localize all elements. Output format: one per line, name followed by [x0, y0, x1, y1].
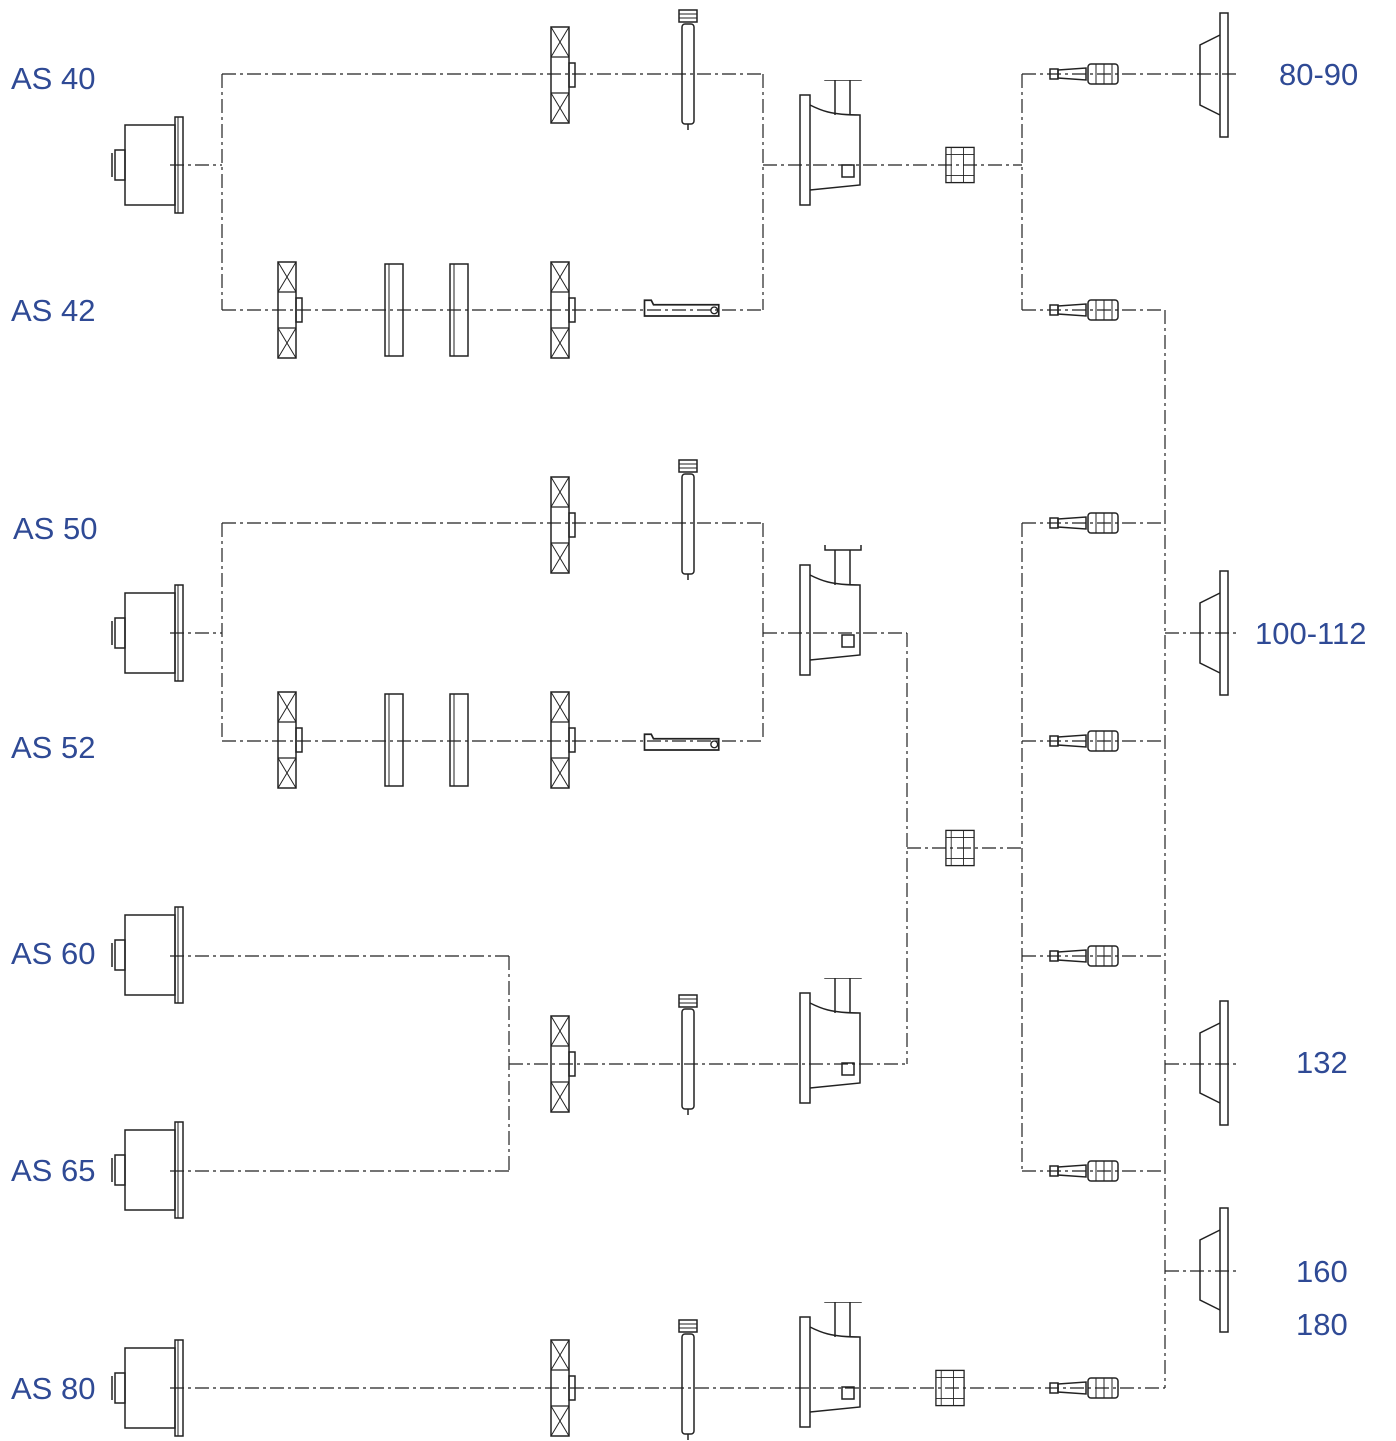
label-size-132: 132 — [1296, 1045, 1348, 1080]
label-as52: AS 52 — [11, 730, 96, 765]
label-as80: AS 80 — [11, 1371, 96, 1406]
label-size-100-112: 100-112 — [1255, 616, 1367, 651]
label-as50: AS 50 — [13, 511, 98, 546]
label-as40: AS 40 — [11, 61, 96, 96]
connection-lines — [170, 73, 1240, 1389]
label-size-80-90: 80-90 — [1279, 57, 1359, 92]
label-size-180: 180 — [1296, 1307, 1348, 1342]
label-as60: AS 60 — [11, 936, 96, 971]
label-as65: AS 65 — [11, 1153, 96, 1188]
label-as42: AS 42 — [11, 293, 96, 328]
label-size-160: 160 — [1296, 1254, 1348, 1289]
